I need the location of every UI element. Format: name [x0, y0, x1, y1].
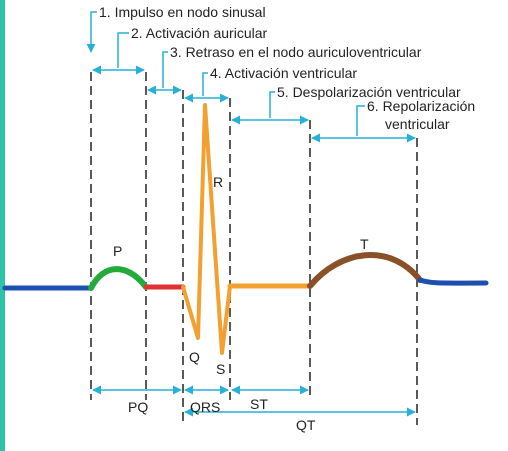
- step2-arrow: [117, 32, 129, 68]
- qrs-complex: [181, 103, 232, 355]
- step4-arrow: [202, 72, 208, 96]
- step3-label: 3. Retraso en el nodo auriculoventricula…: [170, 44, 422, 60]
- wave-q-label: Q: [189, 349, 200, 365]
- step3-arrow: [162, 51, 168, 88]
- wave-r-label: R: [213, 174, 223, 190]
- step4-label: 4. Activación ventricular: [210, 65, 357, 81]
- step2-label: 2. Activación auricular: [131, 25, 268, 41]
- step1-label: 1. Impulso en nodo sinusal: [99, 4, 266, 20]
- wave-p-label: P: [113, 243, 122, 259]
- step6-arrow: [356, 105, 365, 136]
- step6-label-line2: ventricular: [385, 116, 450, 132]
- wave-t-label: T: [360, 236, 369, 252]
- wave-s-label: S: [216, 361, 225, 377]
- p-wave: [88, 266, 149, 291]
- t-wave: [307, 252, 423, 289]
- segment-st-label: ST: [250, 396, 268, 412]
- step5-arrow: [269, 91, 275, 118]
- step-guides: [86, 11, 416, 143]
- dashed-guides: [90, 72, 418, 425]
- segment-qt-label: QT: [296, 417, 316, 433]
- interval-arrows: [92, 385, 416, 417]
- segment-pq-label: PQ: [128, 399, 148, 415]
- segment-qrs-label: QRS: [190, 399, 220, 415]
- step1-arrow: [86, 11, 97, 53]
- step5-label: 5. Despolarización ventricular: [277, 84, 461, 100]
- step6-label: 6. Repolarización: [367, 98, 475, 114]
- baseline-right: [417, 277, 489, 286]
- left-border: [0, 0, 5, 451]
- ecg-trace: [2, 103, 489, 355]
